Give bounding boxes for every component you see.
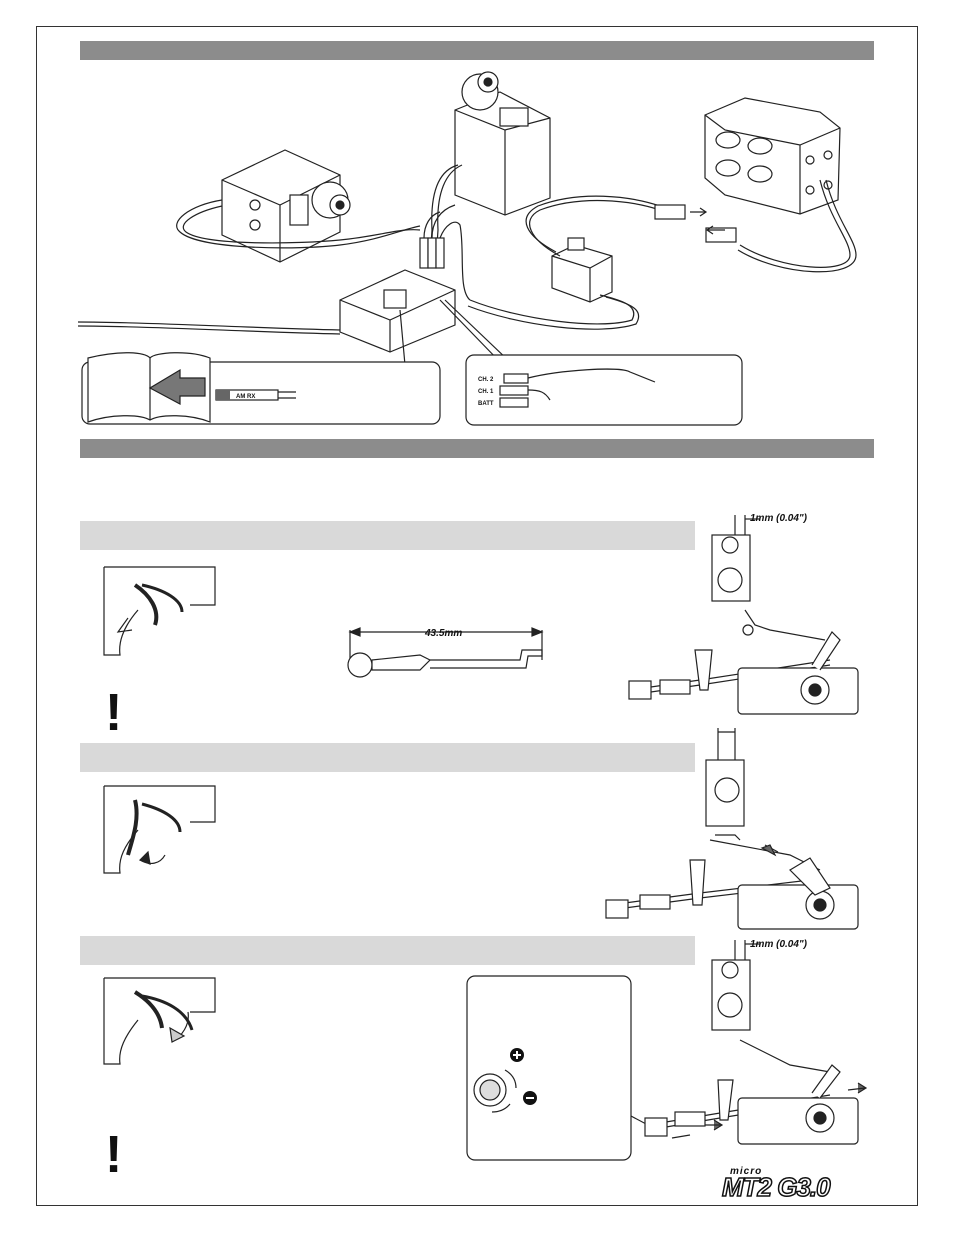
warning-mark-2: ! — [105, 1126, 122, 1184]
transmitter-trigger-step3 — [103, 977, 216, 1065]
carburetor-linkage-step1 — [628, 515, 859, 715]
manual-book-icon — [87, 352, 211, 423]
ch1-label: CH. 1 — [478, 389, 494, 395]
gap-label-bottom: 1mm (0.04") — [750, 939, 808, 950]
receiver-illustration — [339, 204, 511, 366]
step-bar-1 — [80, 521, 695, 550]
step-bar-3 — [80, 936, 695, 965]
section-bar-radio — [80, 41, 874, 60]
page-frame — [36, 26, 918, 1206]
plug-callout-box — [465, 354, 743, 426]
logo-main-text: MT2 G3.0 — [721, 1171, 831, 1203]
steering-servo-illustration — [176, 149, 421, 263]
carburetor-linkage-step3 — [644, 940, 868, 1145]
throttle-servo-illustration — [429, 71, 551, 261]
battery-pack-illustration — [704, 97, 857, 273]
switch-illustration — [467, 195, 725, 330]
step-bar-2 — [80, 743, 695, 772]
transmitter-trigger-step1 — [103, 566, 216, 656]
warning-mark-1: ! — [105, 684, 122, 742]
logo-small-text: micro — [730, 1166, 763, 1177]
section-bar-throttle — [80, 439, 874, 458]
transmitter-trigger-step2 — [103, 785, 216, 874]
batt-label: BATT — [478, 401, 494, 407]
rod-length-label: 43.5mm — [424, 628, 462, 639]
throttle-rod-dimension — [347, 627, 544, 678]
adjust-callout-box — [466, 975, 632, 1161]
crystal-label: AM RX — [236, 394, 255, 400]
ch2-label: CH. 2 — [478, 377, 494, 383]
adjust-knob-icon — [473, 1069, 517, 1113]
carburetor-linkage-step2 — [605, 728, 859, 930]
gap-label-top: 1mm (0.04") — [750, 513, 808, 524]
